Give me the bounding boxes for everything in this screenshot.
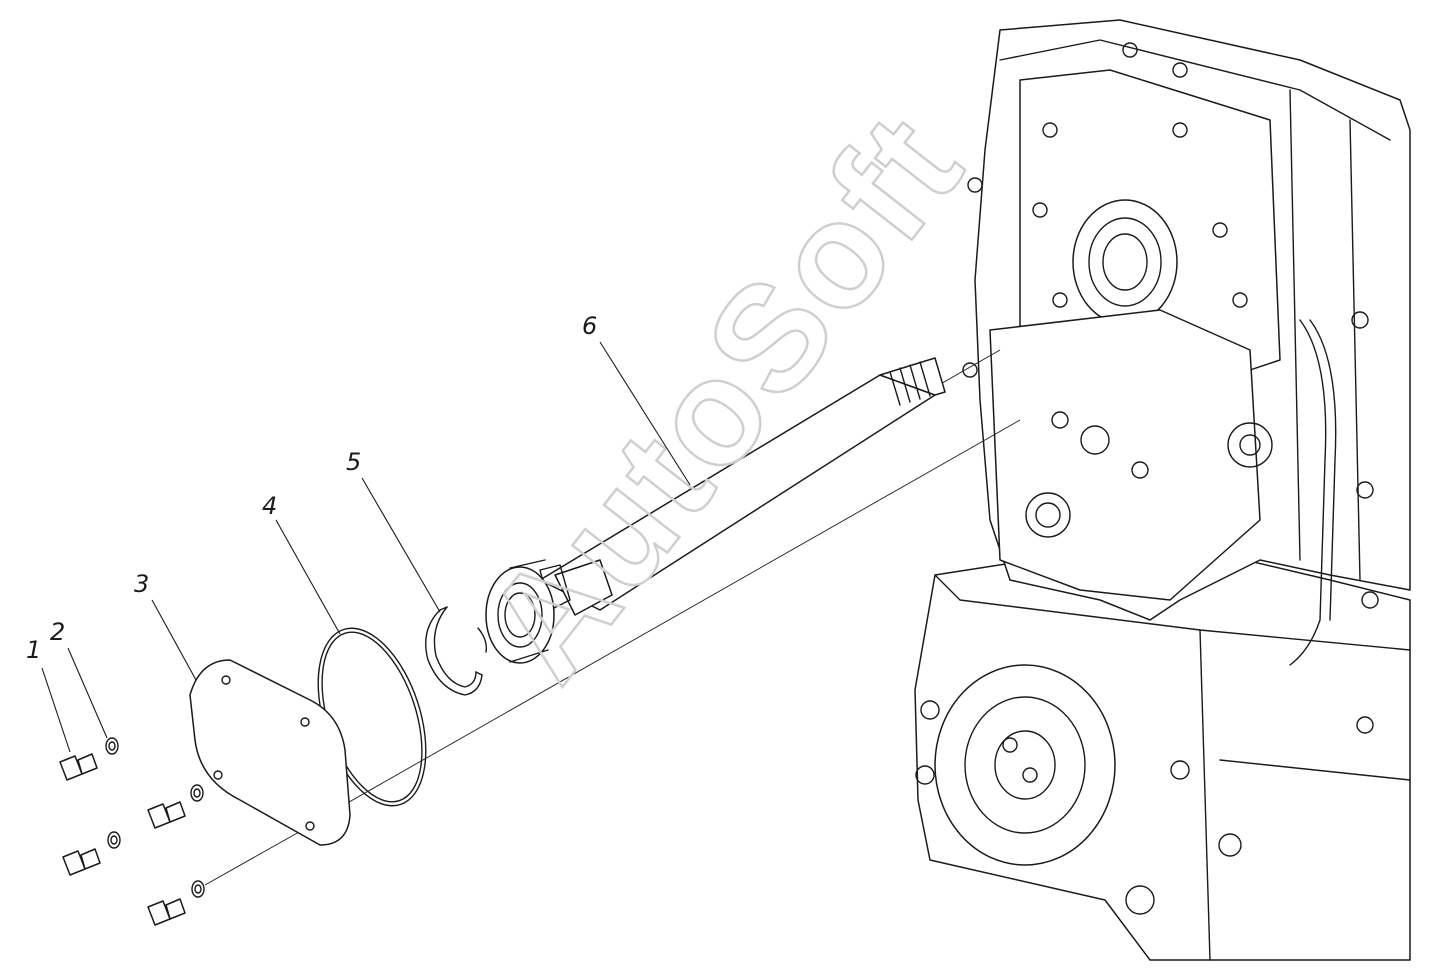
- callout-1: 1: [26, 636, 41, 664]
- callout-leaders: [41, 341, 691, 753]
- callout-6: 6: [582, 312, 597, 340]
- callout-5: 5: [346, 448, 361, 476]
- callout-2: 2: [50, 618, 65, 646]
- bolt-1b: [147, 801, 186, 829]
- bolt-axis-line: [204, 822, 316, 886]
- hex-bolts: [59, 753, 186, 926]
- retaining-circlip: [425, 606, 488, 696]
- gearbox-housing: [914, 19, 1411, 961]
- callout-labels: 1 2 3 4 5 6: [26, 312, 597, 664]
- bolt-1d: [147, 898, 186, 926]
- assembly-axis-line: [299, 419, 1021, 831]
- callout-4: 4: [262, 492, 277, 520]
- bolt-1a: [59, 753, 98, 781]
- callout-3: 3: [134, 570, 149, 598]
- bolt-1c: [62, 848, 101, 876]
- washers: [105, 737, 205, 898]
- housing-bolts: [915, 42, 1379, 915]
- splined-shaft: [485, 357, 946, 664]
- cover-plate: [189, 659, 351, 846]
